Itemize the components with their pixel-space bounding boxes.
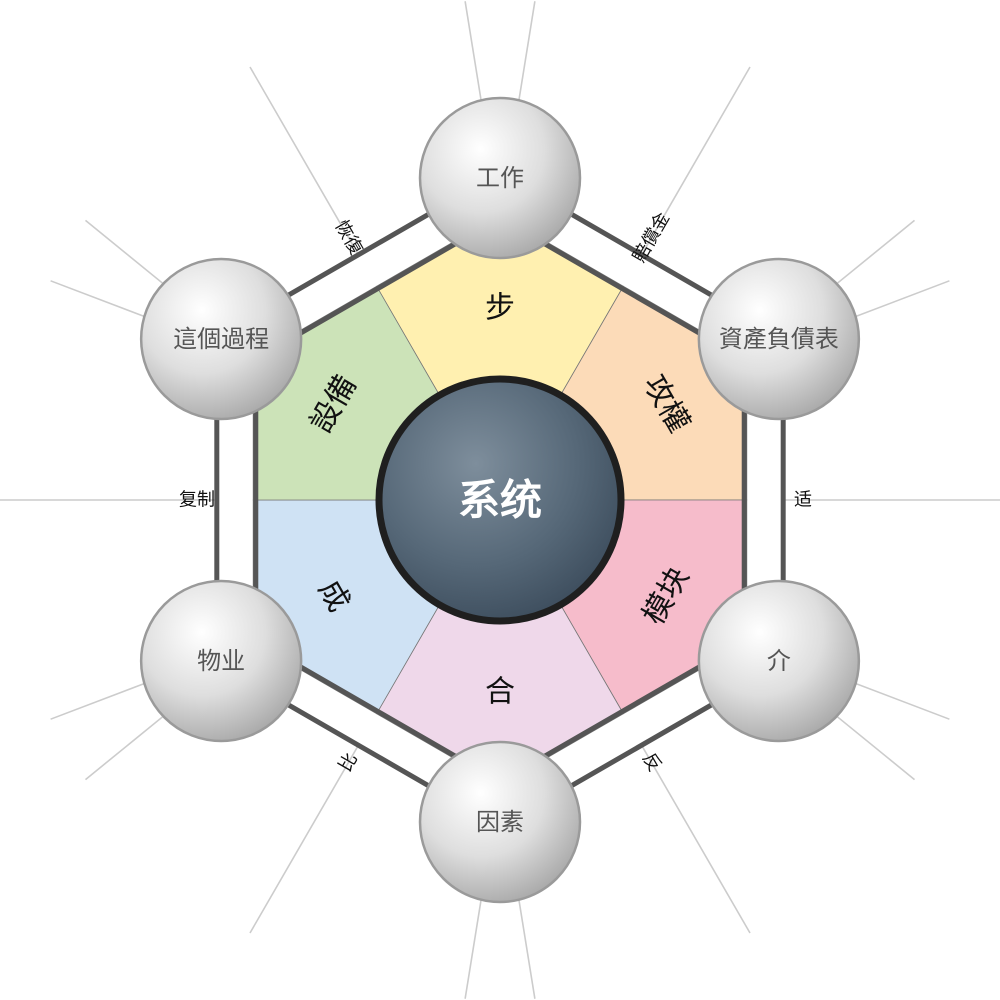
center-circle: 系统 — [375, 375, 625, 625]
spoke-line — [50, 280, 162, 324]
spoke-line — [249, 746, 359, 934]
spoke-line — [50, 676, 162, 720]
vertex-node: 工作 — [418, 96, 582, 260]
vertex-node: 這個過程 — [139, 257, 303, 421]
node-circle — [418, 740, 582, 904]
spoke-line — [84, 704, 178, 781]
spoke-line — [641, 746, 751, 934]
node-label: 這個過程 — [173, 325, 269, 353]
vertex-node: 資產負債表 — [697, 257, 861, 421]
segment-label: 步 — [485, 291, 515, 326]
spoke-line — [249, 66, 359, 254]
spoke-line — [822, 704, 916, 781]
spoke-line — [822, 219, 916, 296]
vertex-node: 介 — [697, 579, 861, 743]
segment-label: 合 — [485, 675, 515, 710]
node-label: 工作 — [476, 164, 524, 192]
spoke-line — [515, 1, 536, 119]
node-circle — [697, 257, 861, 421]
node-circle — [418, 96, 582, 260]
vertex-node: 因素 — [418, 740, 582, 904]
edge-label: 适 — [794, 490, 812, 511]
node-circle — [139, 579, 303, 743]
node-label: 物业 — [197, 647, 245, 675]
spoke-line — [641, 66, 751, 254]
node-label: 資產負債表 — [719, 325, 839, 353]
node-label: 介 — [767, 647, 791, 675]
spoke-line — [464, 881, 485, 999]
spoke-line — [464, 1, 485, 119]
spoke-line — [84, 219, 178, 296]
spoke-line — [515, 881, 536, 999]
edge-label: 賠償金 — [629, 209, 674, 266]
node-circle — [139, 257, 303, 421]
vertex-node: 物业 — [139, 579, 303, 743]
node-circle — [697, 579, 861, 743]
edge-label: 比 — [335, 749, 362, 775]
node-label: 因素 — [476, 808, 524, 836]
center-label: 系统 — [458, 476, 542, 525]
spoke-line — [838, 280, 950, 324]
spoke-line — [838, 676, 950, 720]
edge-label: 反 — [638, 749, 665, 775]
edge-label: 复制 — [179, 490, 215, 511]
